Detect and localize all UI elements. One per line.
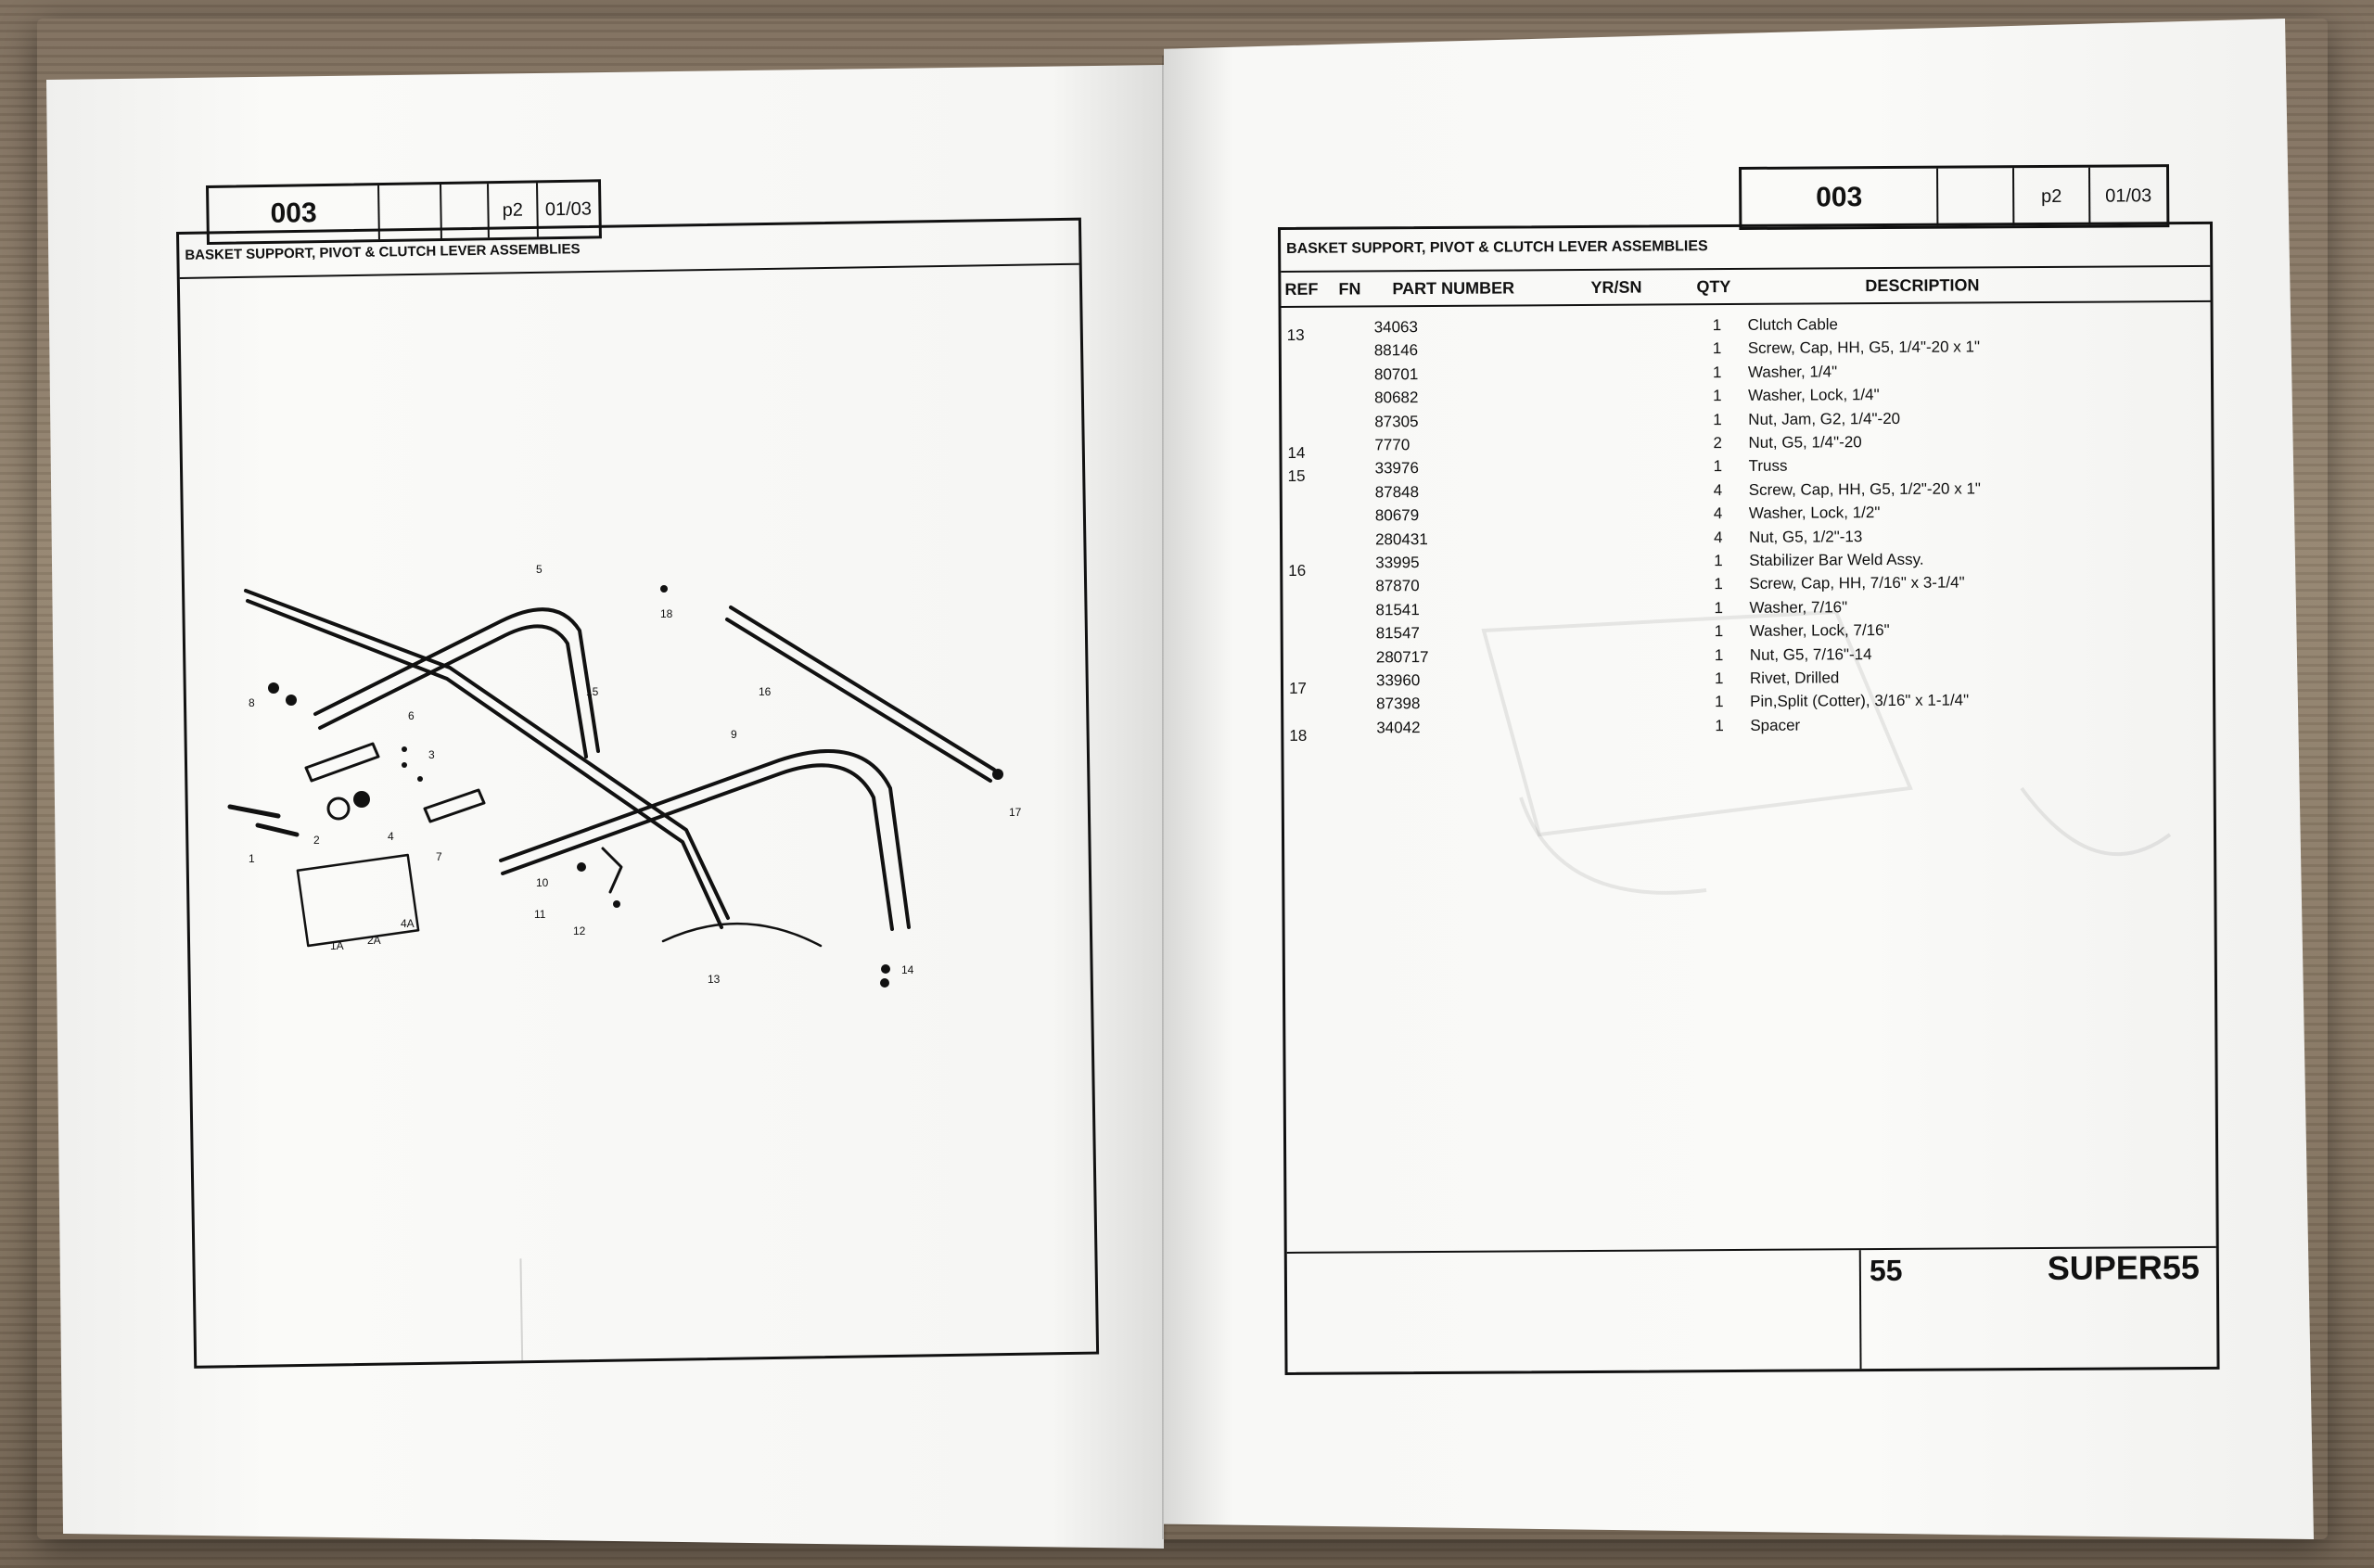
row-qty: 4: [1713, 504, 1723, 523]
callout-17: 17: [1009, 806, 1022, 819]
footer-divider: [1858, 1250, 1862, 1370]
clutch-cable-13: [661, 923, 823, 948]
col-header-fn: FN: [1338, 279, 1361, 299]
row-description: Clutch Cable: [1747, 315, 1839, 334]
row-description: Truss: [1748, 457, 1788, 476]
frame-arc-5: [313, 607, 600, 753]
footer-page-number: 55: [1869, 1253, 1903, 1288]
bracket-6: [423, 788, 486, 823]
callout-7: 7: [436, 850, 442, 863]
frame-arc-9-inner: [501, 763, 894, 931]
stabilizer-bar-16b: [725, 618, 992, 783]
row-part-number: 34042: [1376, 718, 1421, 737]
bracket-11: [601, 847, 623, 894]
callout-10: 10: [536, 876, 549, 889]
row-description: Screw, Cap, HH, G5, 1/2"-20 x 1": [1748, 479, 1981, 499]
callout-3: 3: [428, 748, 435, 761]
callout-16: 16: [759, 685, 772, 698]
row-description: Washer, Lock, 1/4": [1748, 386, 1880, 405]
col-header-qty: QTY: [1696, 277, 1731, 297]
row-part-number: 33976: [1374, 459, 1419, 478]
pivot-arm: [304, 742, 380, 783]
row-description: Screw, Cap, HH, G5, 1/4"-20 x 1": [1747, 338, 1981, 358]
row-description: Nut, Jam, G2, 1/4"-20: [1748, 409, 1901, 428]
callout-9: 9: [731, 728, 737, 741]
callout-4a: 4A: [401, 917, 415, 930]
callout-11: 11: [534, 908, 546, 921]
row-description: Nut, G5, 1/4"-20: [1748, 433, 1862, 452]
show-through-diagram: [1481, 609, 2172, 895]
callout-6: 6: [408, 709, 415, 722]
row-part-number: 87305: [1374, 412, 1419, 430]
row-part-number: 33960: [1375, 671, 1421, 690]
row-part-number: 88146: [1373, 341, 1419, 360]
callout-1a: 1A: [330, 939, 344, 952]
frame-arc-9: [499, 749, 911, 929]
row-description: Nut, G5, 1/2"-13: [1748, 527, 1863, 546]
right-page: [1164, 19, 2314, 1539]
col-header-part-number: PART NUMBER: [1392, 278, 1515, 299]
row-qty: 4: [1713, 528, 1723, 546]
col-header-ref: REF: [1284, 279, 1319, 299]
row-part-number: 81541: [1375, 600, 1420, 619]
right-title-bar: BASKET SUPPORT, PIVOT & CLUTCH LEVER ASS…: [1281, 223, 2211, 273]
col-header-rule: [1281, 300, 2211, 308]
inset-box: [296, 853, 420, 948]
page-footer: 55 SUPER55: [1286, 1245, 2217, 1372]
frame-arc-5-inner: [318, 624, 588, 759]
stabilizer-bar-16: [729, 606, 996, 771]
col-header-description: DESCRIPTION: [1865, 275, 1980, 296]
row-part-number: 80701: [1373, 364, 1419, 384]
truss-bar-inner: [246, 599, 723, 929]
row-description: Washer, Lock, 1/2": [1748, 504, 1881, 523]
row-part-number: 280431: [1374, 529, 1428, 548]
callout-2a: 2A: [367, 934, 381, 947]
callout-1: 1: [249, 852, 255, 865]
callout-2: 2: [313, 834, 320, 847]
row-qty: 2: [1713, 434, 1722, 453]
row-qty: 1: [1712, 339, 1722, 358]
left-page-title: BASKET SUPPORT, PIVOT & CLUTCH LEVER ASS…: [185, 241, 581, 263]
row-part-number: 33995: [1375, 554, 1420, 572]
right-page-title: BASKET SUPPORT, PIVOT & CLUTCH LEVER ASS…: [1286, 238, 1708, 257]
exploded-parts-diagram: 5 8 6 3 15 16 18 9 17 2 4 1 7 10 11 12 1…: [227, 563, 1022, 988]
callout-13: 13: [708, 973, 721, 986]
right-header-box: 003 p2 01/03: [1739, 164, 2170, 230]
callout-15: 15: [586, 685, 599, 698]
show-through-rule: [519, 1258, 524, 1361]
row-qty: 1: [1713, 457, 1723, 476]
right-header-date: 01/03: [2105, 185, 2152, 207]
left-title-bar: BASKET SUPPORT, PIVOT & CLUTCH LEVER ASS…: [179, 220, 1079, 279]
row-part-number: 80682: [1374, 389, 1419, 407]
row-ref: 18: [1289, 726, 1308, 745]
row-part-number: 280717: [1375, 647, 1429, 666]
callout-12: 12: [573, 924, 586, 937]
row-qty: 1: [1713, 387, 1722, 405]
callout-4: 4: [388, 830, 394, 843]
callout-8: 8: [249, 696, 255, 709]
truss-bar: [244, 589, 730, 920]
row-part-number: 34063: [1373, 318, 1418, 337]
callout-5: 5: [536, 563, 542, 576]
row-part-number: 87848: [1374, 482, 1420, 502]
callout-18: 18: [660, 607, 673, 620]
row-description: Washer, 1/4": [1747, 363, 1838, 381]
row-part-number: 87398: [1376, 695, 1421, 713]
row-qty: 4: [1713, 480, 1723, 499]
right-header-section: 003: [1742, 168, 1939, 227]
row-qty: 1: [1712, 363, 1722, 381]
footer-model: SUPER55: [2047, 1247, 2200, 1287]
right-header-blank1: [1938, 168, 2015, 226]
row-qty: 1: [1712, 316, 1722, 335]
row-part-number: 80679: [1374, 506, 1420, 525]
clutch-lever-1: [227, 804, 300, 837]
right-header-page-code: p2: [2014, 167, 2091, 226]
row-qty: 1: [1713, 410, 1722, 428]
row-part-number: 81547: [1375, 624, 1421, 643]
callout-14: 14: [901, 963, 914, 976]
row-part-number: 7770: [1374, 436, 1410, 454]
col-header-yrsn: YR/SN: [1590, 277, 1642, 297]
row-part-number: 87870: [1375, 577, 1420, 595]
